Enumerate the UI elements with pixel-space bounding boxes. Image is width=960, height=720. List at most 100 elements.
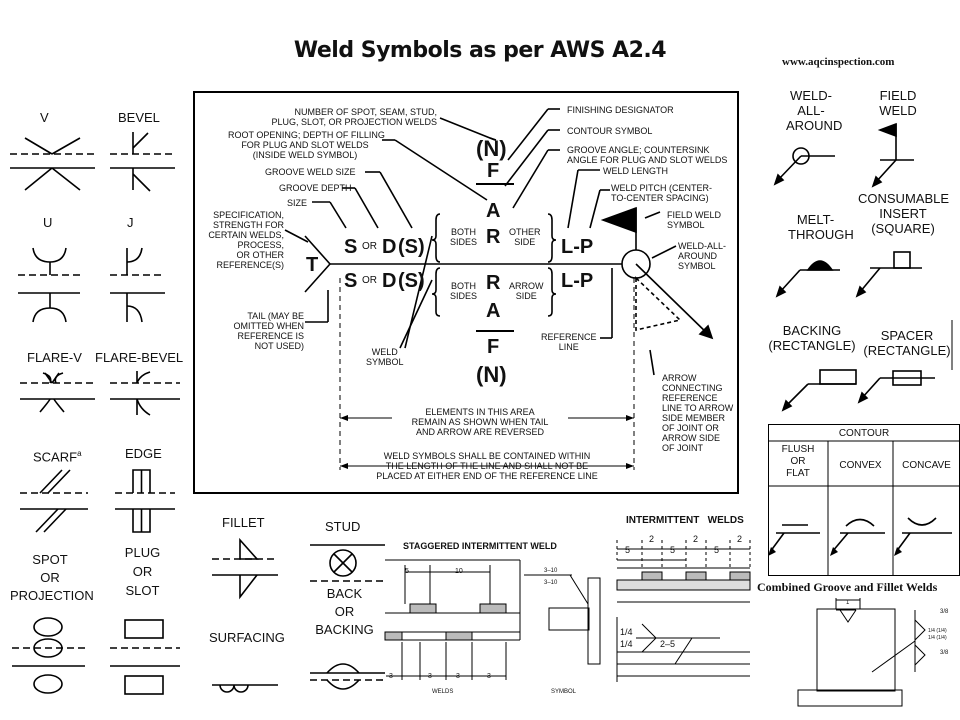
contour-convex-label: CONVEX	[839, 460, 882, 471]
finishing-f-upper: F	[487, 160, 500, 182]
staggered-dim-10: 10	[455, 568, 463, 575]
finishing-f-lower: F	[487, 336, 500, 358]
stud-label: STUD	[325, 519, 361, 534]
bevel-groove-label: BEVEL	[118, 110, 160, 125]
intermittent-size-bottom: 1/4	[620, 639, 633, 649]
staggered-symbol-bottom: 3–10	[544, 580, 558, 586]
staggered-symbol-caption: SYMBOL	[551, 689, 577, 695]
staggered-title: STAGGERED INTERMITTENT WELD	[403, 541, 557, 551]
contour-header: CONTOUR	[838, 428, 890, 439]
root-r-lower: R	[486, 272, 501, 294]
contour-concave-label: CONCAVE	[902, 460, 951, 471]
page-title: Weld Symbols as per AWS A2.4	[293, 38, 667, 63]
website-url: www.aqcinspection.com	[782, 56, 895, 68]
intermittent-dim-2a: 2	[649, 534, 655, 544]
intermittent-dim-5c: 5	[714, 545, 720, 555]
combined-dim-14a: 1/4 (1/4)	[928, 628, 947, 634]
combined-dim-38-top: 3/8	[940, 609, 949, 615]
staggered-dim-3d: 3	[487, 673, 491, 680]
number-of-welds-callout: NUMBER OF SPOT, SEAM, STUD,PLUG, SLOT, O…	[271, 107, 437, 127]
intermittent-pitch: 2–5	[660, 639, 676, 649]
depth-d-lower: D	[382, 270, 397, 292]
finishing-n-lower: (N)	[476, 362, 507, 387]
combined-dim-1: 1	[846, 600, 850, 606]
groove-depth-callout: GROOVE DEPTH	[279, 183, 352, 193]
spacer-label: SPACER(RECTANGLE)	[863, 328, 951, 358]
root-r-upper: R	[486, 226, 501, 248]
flare-bevel-label: FLARE-BEVEL	[95, 350, 184, 365]
contour-bar-lower	[476, 330, 514, 332]
groove-size-upper: (S)	[398, 236, 425, 258]
length-pitch-lower: L-P	[561, 270, 594, 292]
contour-bar-upper	[476, 183, 514, 185]
size-callout: SIZE	[287, 198, 308, 208]
size-s-lower: S	[344, 270, 358, 292]
intermittent-dim-5a: 5	[625, 545, 631, 555]
backing-label: BACKING(RECTANGLE)	[768, 323, 856, 353]
length-pitch-upper: L-P	[561, 236, 594, 258]
scarf-label: SCARFa	[33, 449, 82, 465]
staggered-dim-5: 5	[405, 568, 409, 575]
staggered-dim-3c: 3	[456, 673, 460, 680]
groove-angle-a-lower: A	[486, 300, 501, 322]
staggered-dim-3a: 3	[389, 673, 393, 680]
intermittent-dim-5b: 5	[670, 545, 676, 555]
weld-symbol-diagram	[193, 91, 739, 494]
combined-dim-14b: 1/4 (1/4)	[928, 635, 947, 641]
intermittent-dim-2c: 2	[737, 534, 743, 544]
combined-dim-38-bottom: 3/8	[940, 650, 949, 656]
finishing-n-upper: (N)	[476, 136, 507, 161]
v-groove-label: V	[40, 110, 49, 125]
flare-v-label: FLARE-V	[27, 350, 82, 365]
weld-all-around-label: WELD-ALL-AROUND	[786, 88, 843, 133]
contour-symbol-callout: CONTOUR SYMBOL	[567, 126, 653, 136]
groove-weld-size-callout: GROOVE WELD SIZE	[265, 167, 356, 177]
intermittent-size-top: 1/4	[620, 627, 633, 637]
combined-title: Combined Groove and Fillet Welds	[757, 580, 938, 594]
groove-size-lower: (S)	[398, 270, 425, 292]
surfacing-label: SURFACING	[209, 630, 285, 645]
weld-length-callout: WELD LENGTH	[603, 166, 669, 176]
u-groove-label: U	[43, 215, 53, 230]
intermittent-title: INTERMITTENT WELDS	[626, 515, 744, 526]
j-groove-label: J	[127, 215, 134, 230]
groove-angle-a-upper: A	[486, 200, 501, 222]
finishing-designator-callout: FINISHING DESIGNATOR	[567, 105, 674, 115]
staggered-dim-3b: 3	[428, 673, 432, 680]
melt-through-label: MELT-THROUGH	[788, 212, 854, 242]
tail-t: T	[306, 254, 319, 276]
staggered-symbol-top: 3–10	[544, 568, 558, 574]
depth-d-upper: D	[382, 236, 397, 258]
weld-pitch-callout: WELD PITCH (CENTER-TO-CENTER SPACING)	[611, 183, 712, 203]
fillet-label: FILLET	[222, 515, 265, 530]
edge-label: EDGE	[125, 446, 162, 461]
size-s-upper: S	[344, 236, 358, 258]
staggered-welds-caption: WELDS	[432, 689, 454, 695]
or-lower: OR	[362, 275, 377, 286]
